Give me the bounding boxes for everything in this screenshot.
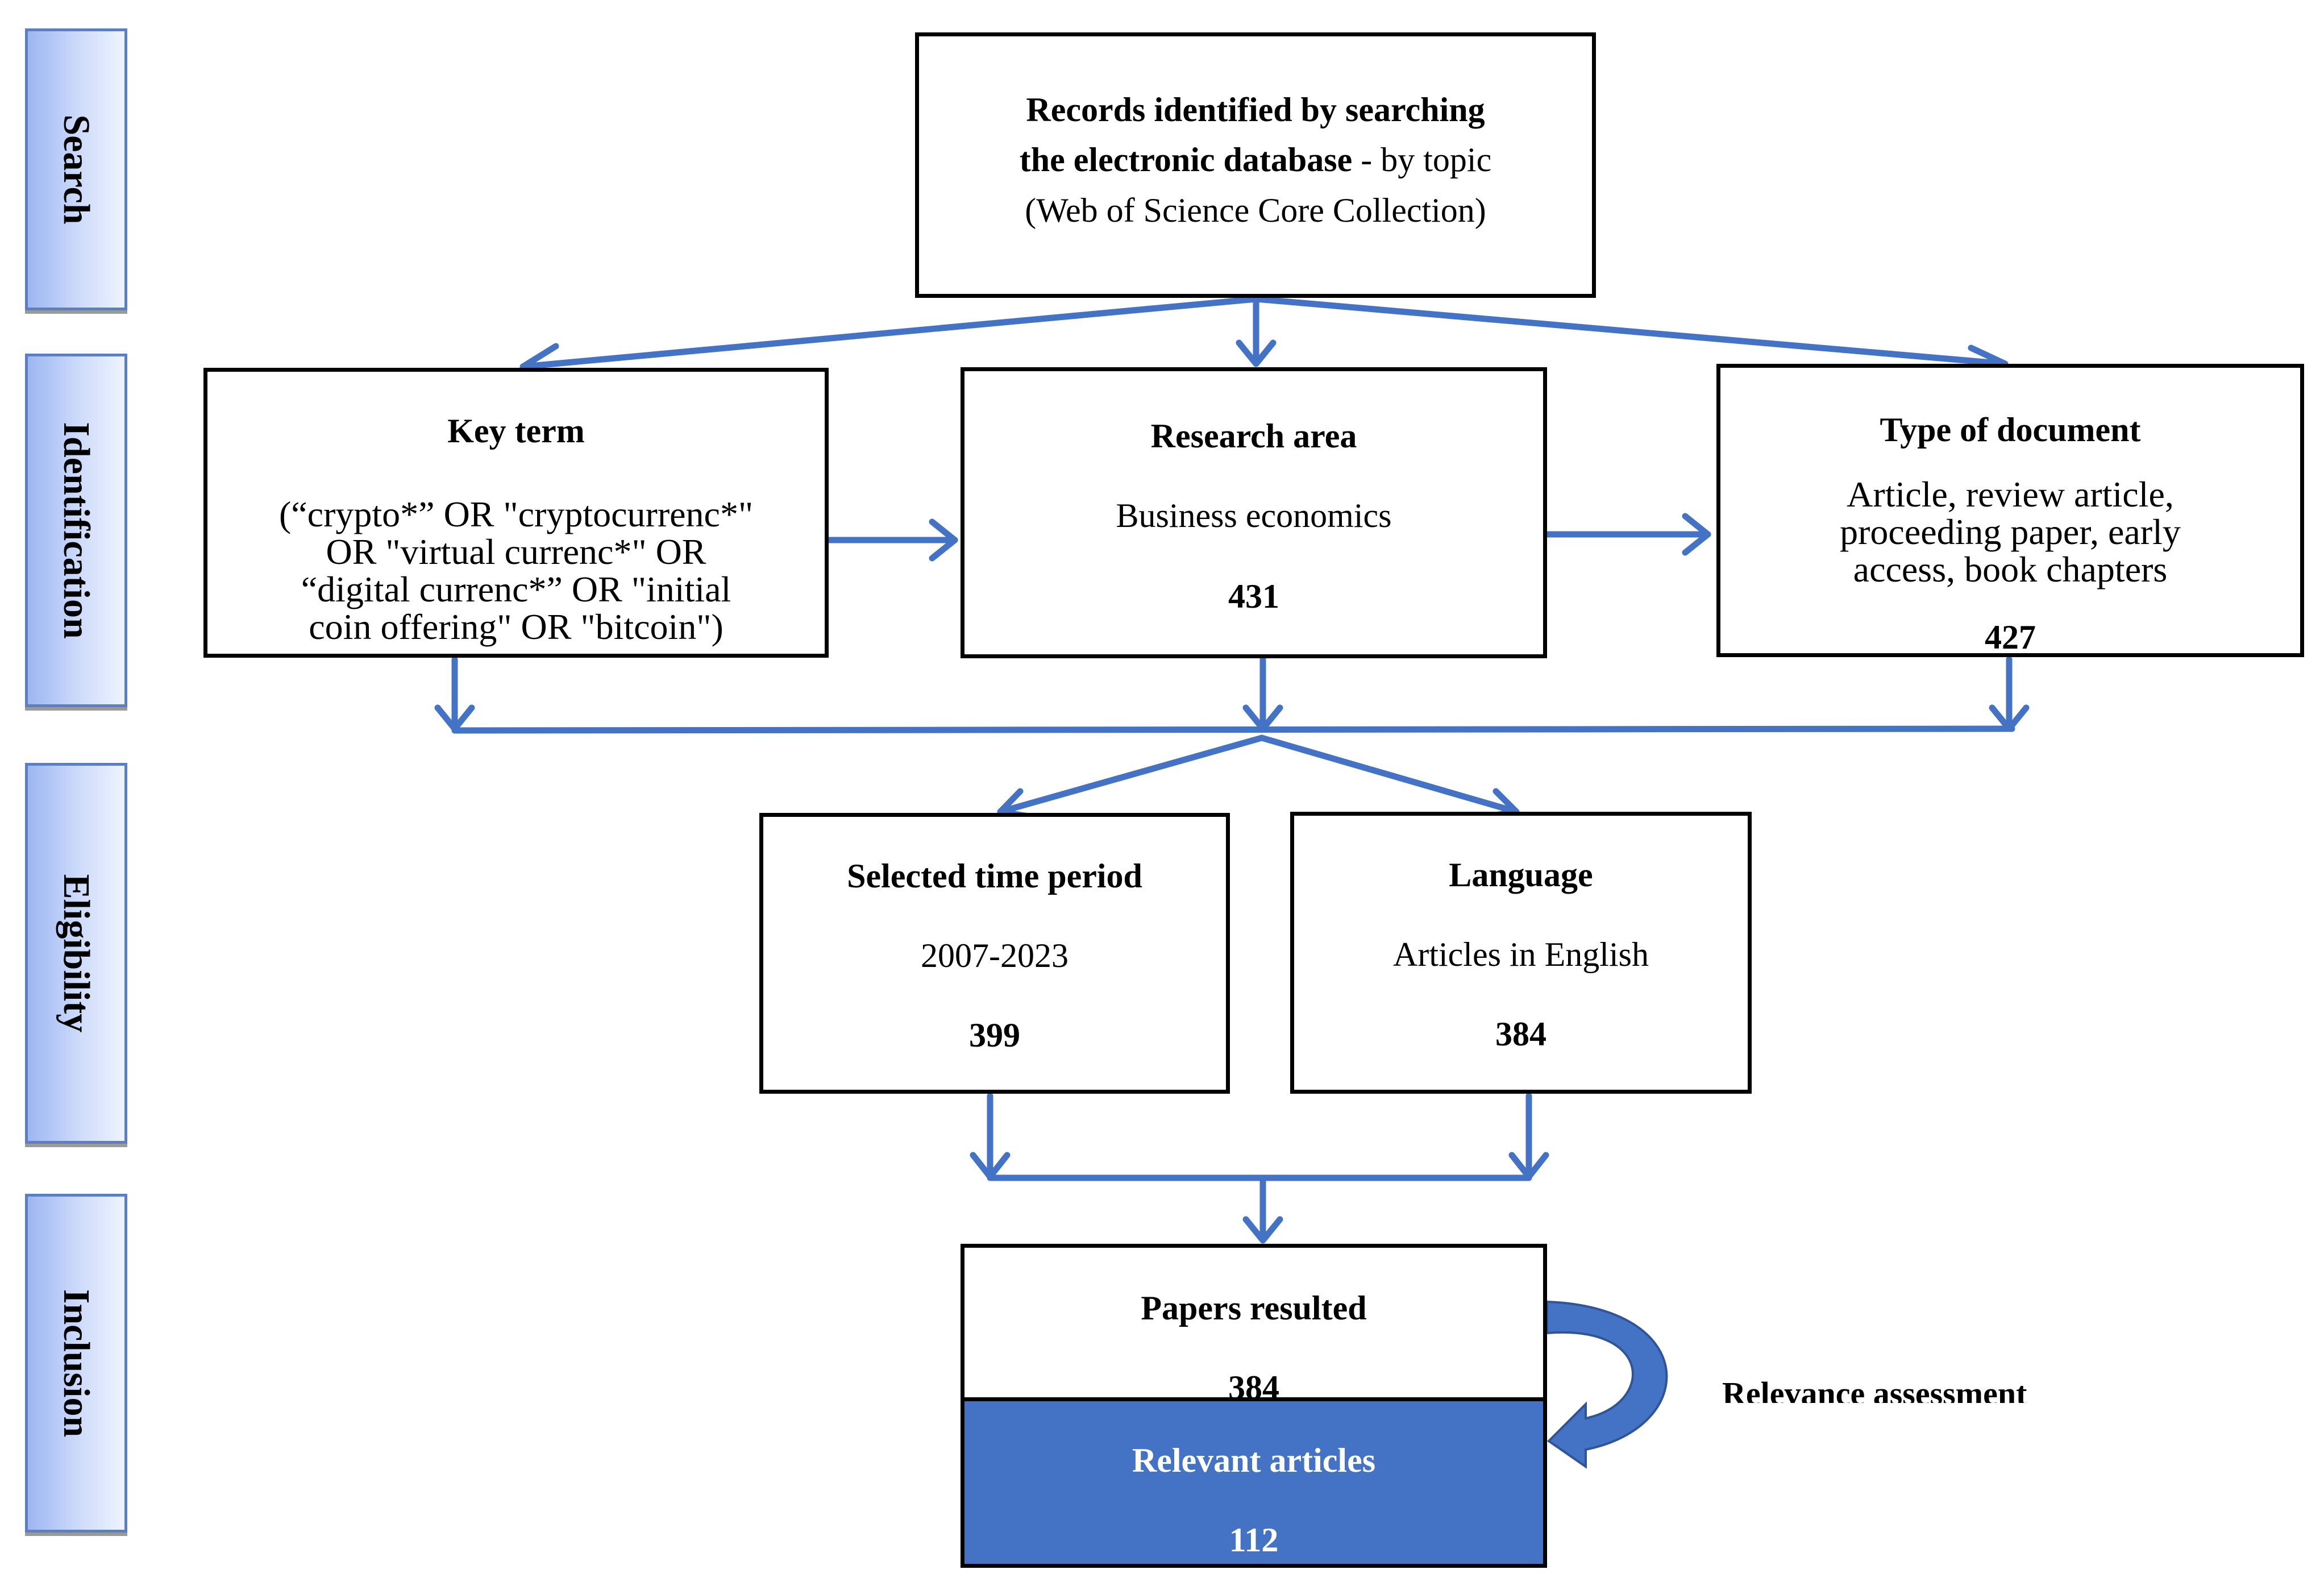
language-title: Language	[1449, 856, 1593, 894]
relevant-articles-count: 112	[1229, 1521, 1279, 1559]
arrowhead-papers	[1242, 1216, 1283, 1244]
search-line2-bold: the electronic database	[1019, 141, 1353, 178]
search-records-box: Records identified by searching the elec…	[915, 32, 1596, 298]
key-term-box: Key term (“crypto*” OR "cryptocurrenc*" …	[203, 368, 829, 658]
language-count: 384	[1495, 1015, 1546, 1053]
arrowhead-research	[1236, 339, 1277, 367]
relevant-articles-box: Relevant articles 112	[961, 1397, 1547, 1568]
time-period-body: 2007-2023	[921, 937, 1069, 974]
search-line2-rest: - by topic	[1352, 141, 1492, 178]
key-term-line3: “digital currenc*” OR "initial	[301, 569, 731, 609]
language-body: Articles in English	[1393, 936, 1649, 973]
research-area-count: 431	[1228, 578, 1279, 615]
arrow-to-language	[1258, 734, 1520, 815]
phase-inclusion: Inclusion	[25, 1194, 127, 1533]
time-period-title: Selected time period	[847, 857, 1142, 895]
key-term-line2: OR "virtual currenc*" OR	[326, 532, 706, 572]
phase-search: Search	[25, 28, 127, 310]
time-period-box: Selected time period 2007-2023 399	[759, 813, 1230, 1094]
relevance-assessment-label: Relevance assessment	[1722, 1375, 2027, 1403]
document-type-line3: access, book chapters	[1853, 549, 2168, 589]
key-term-line1: (“crypto*” OR "cryptocurrenc*"	[278, 494, 754, 534]
language-box: Language Articles in English 384	[1290, 812, 1752, 1094]
papers-resulted-title: Papers resulted	[1141, 1289, 1367, 1327]
arrowhead-k2r	[929, 518, 958, 562]
relevance-curved-arrow	[1546, 1300, 1668, 1469]
key-term-line4: coin offering" OR "bitcoin")	[309, 607, 724, 647]
document-type-title: Type of document	[1880, 411, 2141, 449]
key-term-title: Key term	[447, 412, 585, 450]
phase-eligibility: Eligibility	[25, 763, 127, 1144]
research-area-body: Business economics	[1116, 497, 1392, 534]
time-period-count: 399	[969, 1016, 1020, 1054]
document-type-line2: proceeding paper, early	[1840, 512, 2181, 552]
document-type-count: 427	[1985, 618, 2036, 656]
search-line2: the electronic database - by topic	[919, 140, 1592, 180]
arrow-search-to-doctype	[1253, 296, 2009, 367]
arrowhead-r2d	[1682, 513, 1711, 556]
merge-line-identification	[451, 725, 2015, 734]
research-area-box: Research area Business economics 431	[961, 367, 1547, 658]
search-line1: Records identified by searching	[1026, 91, 1485, 128]
document-type-line1: Article, review article,	[1847, 474, 2174, 514]
document-type-box: Type of document Article, review article…	[1716, 364, 2304, 657]
relevant-articles-title: Relevant articles	[1132, 1442, 1376, 1479]
search-line3: (Web of Science Core Collection)	[1025, 192, 1486, 229]
papers-resulted-box: Papers resulted 384	[961, 1244, 1547, 1409]
arrow-to-time-period	[997, 734, 1265, 815]
research-area-title: Research area	[1150, 417, 1357, 455]
arrow-search-to-keyterm	[519, 296, 1259, 370]
phase-identification: Identification	[25, 354, 127, 707]
